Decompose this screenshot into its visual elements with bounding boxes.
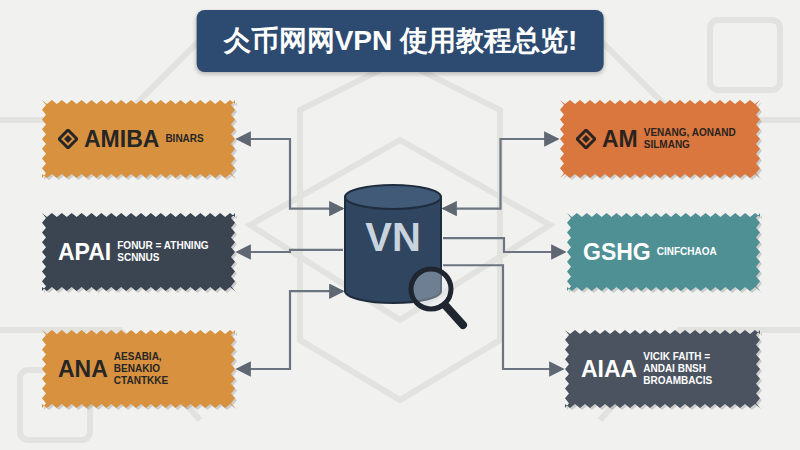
box-heading: AMIBA [84,126,159,153]
stamp-box: AIAAVICIK FAITH = ANDAI BNSH BROAMBACIS [565,330,760,408]
magnifier-icon [411,269,463,325]
arrow-connector [443,139,558,209]
box-subtext: AESABIA, BENAKIO CTANTKKE [114,351,210,387]
box-heading: ANA [58,356,108,383]
box-heading: AIAA [581,356,637,383]
node-label: VN [345,215,441,260]
stamp-box: GSHG CINFCHAOA [567,213,760,291]
stamp-box: AMVENANG, AONAND SILMANG [560,100,760,178]
vpn-cylinder: VN [345,185,441,303]
stamp-box: APAIFONUR = ATHNING SCNNUS [42,213,235,291]
arrow-connector [237,291,343,369]
arrow-connector [443,265,563,369]
box-subtext: FONUR = ATHNING SCNNUS [117,240,213,264]
box-heading: GSHG [583,239,651,266]
stamp-box: ANAAESABIA, BENAKIO CTANTKKE [42,330,235,408]
box-subtext: VICIK FAITH = ANDAI BNSH BROAMBACIS [643,351,739,387]
logo-icon [58,129,78,149]
box-subtext: CINFCHAOA [657,246,717,258]
arrow-connector [443,238,565,252]
logo-icon [576,129,596,149]
box-subtext: BINARS [165,133,203,145]
box-subtext: VENANG, AONAND SILMANG [644,127,740,151]
arrow-connector [237,250,343,252]
box-heading: APAI [58,239,111,266]
box-heading: AM [602,126,638,153]
stamp-box: AMIBA BINARS [42,100,235,178]
title-banner: 仌币网网VPN 使用教程总览! [197,10,604,72]
arrow-connector [237,139,343,209]
